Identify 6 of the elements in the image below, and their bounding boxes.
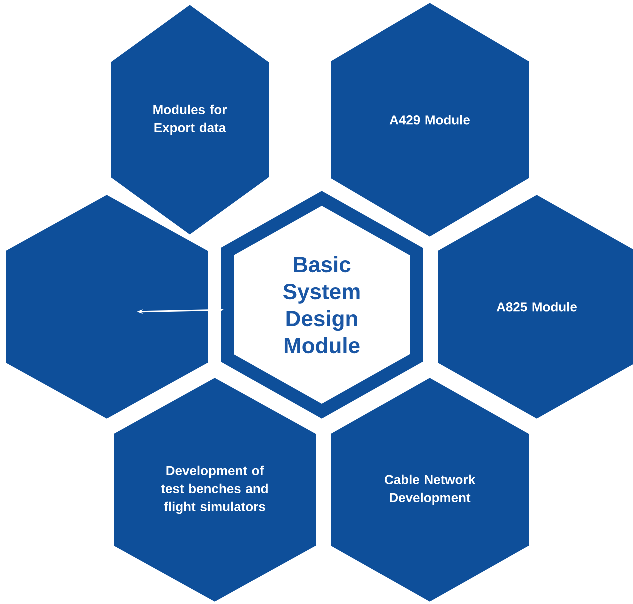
hexagon: Modules for Export data: [109, 2, 271, 238]
hexagon: Development of test benches and flight simulators: [112, 376, 318, 604]
hexagon: Cable Network Development: [329, 376, 531, 604]
center-hexagon: Basic System Design Module: [219, 188, 425, 422]
hexagon: A825 Module: [436, 192, 633, 422]
empty-hexagon: [4, 192, 210, 422]
